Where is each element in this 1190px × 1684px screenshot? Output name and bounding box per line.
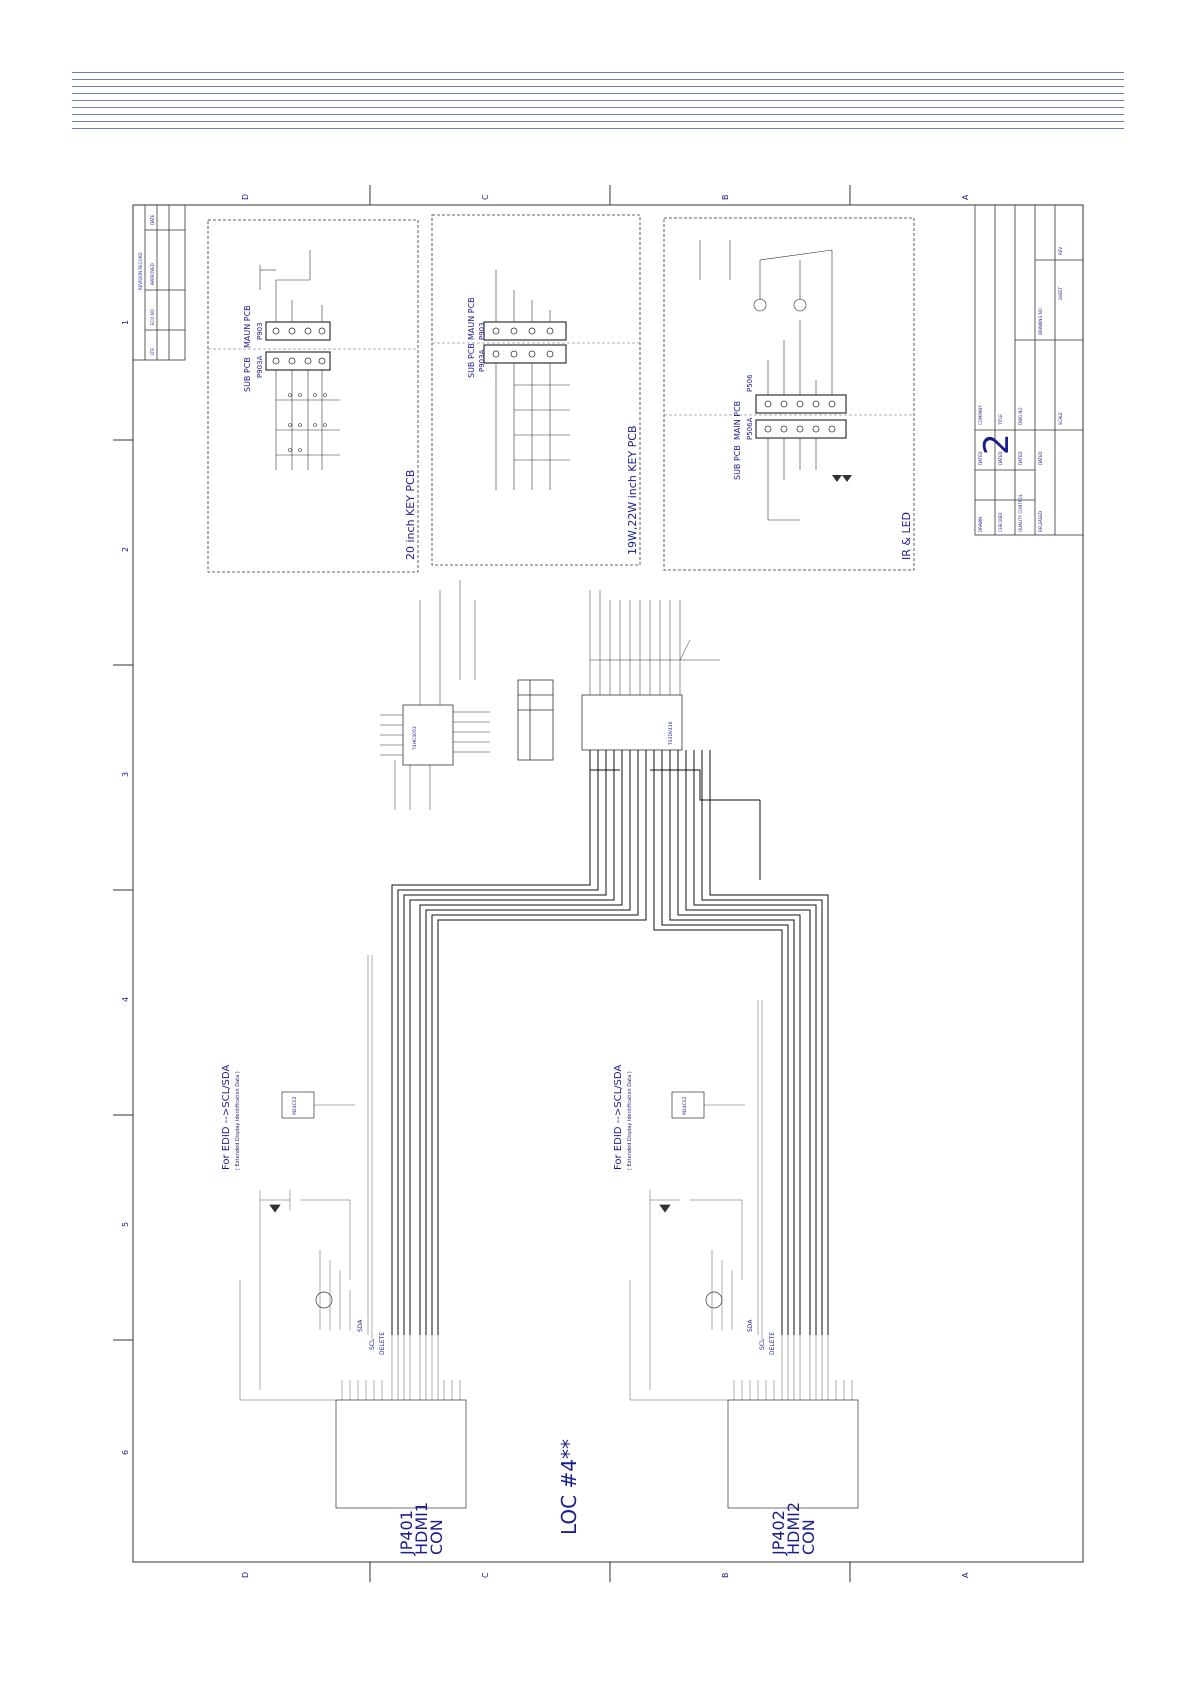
irled-block <box>663 217 915 571</box>
key20-conn-b: P903 <box>256 322 264 340</box>
hdmi1-con-label: CON <box>427 1519 446 1555</box>
tb-company-label: COMPANY <box>978 405 983 425</box>
hdmi1-edid-label: For EDID -->SCL/SDA <box>221 1065 232 1170</box>
key20-conn-a: P903A <box>256 355 264 378</box>
hdmi1-sda-label: SDA <box>357 1319 364 1332</box>
hdmi2-edid-sub: ( Extended Display Identification Data ) <box>627 1071 633 1170</box>
title-block <box>974 204 1084 536</box>
switch-ic-label: 74HC4053 <box>412 726 418 750</box>
zone-letter-c-bottom: C <box>481 1572 490 1578</box>
zone-number-3: 3 <box>121 772 130 777</box>
zone-number-2: 2 <box>121 547 130 552</box>
irled-conn-b: P506 <box>746 374 754 392</box>
hdmi1-eeprom-label: M24C02 <box>292 1096 298 1115</box>
hdmi2-name-label: HDMI2 <box>784 1502 803 1555</box>
tb-dated-2: DATED <box>998 452 1003 466</box>
irled-sub-label: SUB PCB <box>733 445 742 480</box>
hdmi2-scl-label: SCL <box>759 1338 766 1350</box>
hdmi1-scl-label: SCL <box>369 1338 376 1350</box>
zone-letter-b-top: B <box>721 195 730 201</box>
tb-checked-label: CHECKED <box>998 513 1003 532</box>
key20-sub-label: SUB PCB <box>243 357 252 392</box>
zone-letter-d-bottom: D <box>241 1572 250 1578</box>
bus-wires <box>391 750 829 1335</box>
revision-approved-label: APPROVED <box>150 263 155 285</box>
sheet-border <box>132 204 1084 1563</box>
key20-main-label: MAUN PCB <box>243 305 252 348</box>
switch-ic <box>380 580 554 810</box>
mux-ic <box>581 590 720 751</box>
revision-block <box>132 204 186 361</box>
tb-dwgno-label: DWG NO <box>1018 407 1023 425</box>
hdmi1-jp-label: JP401 <box>397 1510 416 1556</box>
sheet-number: 2 <box>977 433 1017 455</box>
zone-letter-b-bottom: B <box>721 1573 730 1579</box>
hdmi1-section <box>239 955 467 1509</box>
tb-quality-label: QUALITY CONTROL <box>1018 493 1023 532</box>
loc-label: LOC #4** <box>557 1439 581 1535</box>
hdmi2-edid-label: For EDID -->SCL/SDA <box>613 1065 624 1170</box>
zone-letter-c-top: C <box>481 194 490 200</box>
tb-scale-label: SCALE <box>1058 412 1063 425</box>
key19-conn-b: P903 <box>478 322 486 340</box>
mux-ic-label: TS3DV416 <box>668 721 674 746</box>
tb-dated-1: DATED <box>978 452 983 466</box>
key19-conn-a: P903A <box>478 349 486 372</box>
hdmi2-con-label: CON <box>799 1519 818 1555</box>
hdmi1-delete-label: DELETE <box>379 1332 386 1355</box>
hdmi2-delete-label: DELETE <box>769 1332 776 1355</box>
irled-main-label: MAIN PCB <box>733 401 742 440</box>
zone-number-4: 4 <box>121 997 130 1002</box>
tb-dated-3: DATED <box>1018 452 1023 466</box>
zone-number-1: 1 <box>121 320 130 325</box>
tb-rev-label: REV <box>1058 247 1063 255</box>
key19-sub-label: SUB PCB <box>467 343 476 378</box>
irled-conn-a: P506A <box>746 417 754 440</box>
zone-letter-a-top: A <box>961 194 970 200</box>
zone-number-6: 6 <box>121 1450 130 1455</box>
header-rule-lines <box>72 72 1124 136</box>
zone-letter-a-bottom: A <box>961 1572 970 1578</box>
tb-dated-4: DATED <box>1038 452 1043 466</box>
key19-title: 19W,22W inch KEY PCB <box>626 425 639 555</box>
zone-ticks <box>113 185 851 1582</box>
key19-block <box>431 214 641 566</box>
key19-main-label: MAUN PCB <box>467 297 476 340</box>
revision-eco-label: ECO NO <box>150 309 155 325</box>
hdmi1-name-label: HDMI1 <box>412 1502 431 1555</box>
tb-title-label: TITLE <box>998 414 1003 426</box>
hdmi2-eeprom-label: M24C02 <box>682 1096 688 1115</box>
irled-title: IR & LED <box>900 512 913 560</box>
hdmi2-sda-label: SDA <box>747 1319 754 1332</box>
tb-drawingno-label: DRAWING NO <box>1038 308 1043 335</box>
key20-title: 20 inch KEY PCB <box>404 470 417 560</box>
tb-drawn-label: DRAWN <box>978 517 983 532</box>
revision-ltr-label: LTR <box>150 348 155 355</box>
hdmi2-section <box>629 1000 859 1509</box>
hdmi1-edid-sub: ( Extended Display Identification Data ) <box>235 1071 241 1170</box>
zone-letter-d-top: D <box>241 194 250 200</box>
revision-record-label: REVISION RECORD <box>138 253 143 290</box>
hdmi2-jp-label: JP402 <box>769 1510 788 1556</box>
zone-number-5: 5 <box>121 1222 130 1227</box>
revision-date-label: DATE <box>150 214 155 225</box>
tb-sheet-label: SHEET <box>1058 286 1063 300</box>
key20-block <box>207 219 419 573</box>
tb-released-label: RELEASED <box>1038 511 1043 532</box>
